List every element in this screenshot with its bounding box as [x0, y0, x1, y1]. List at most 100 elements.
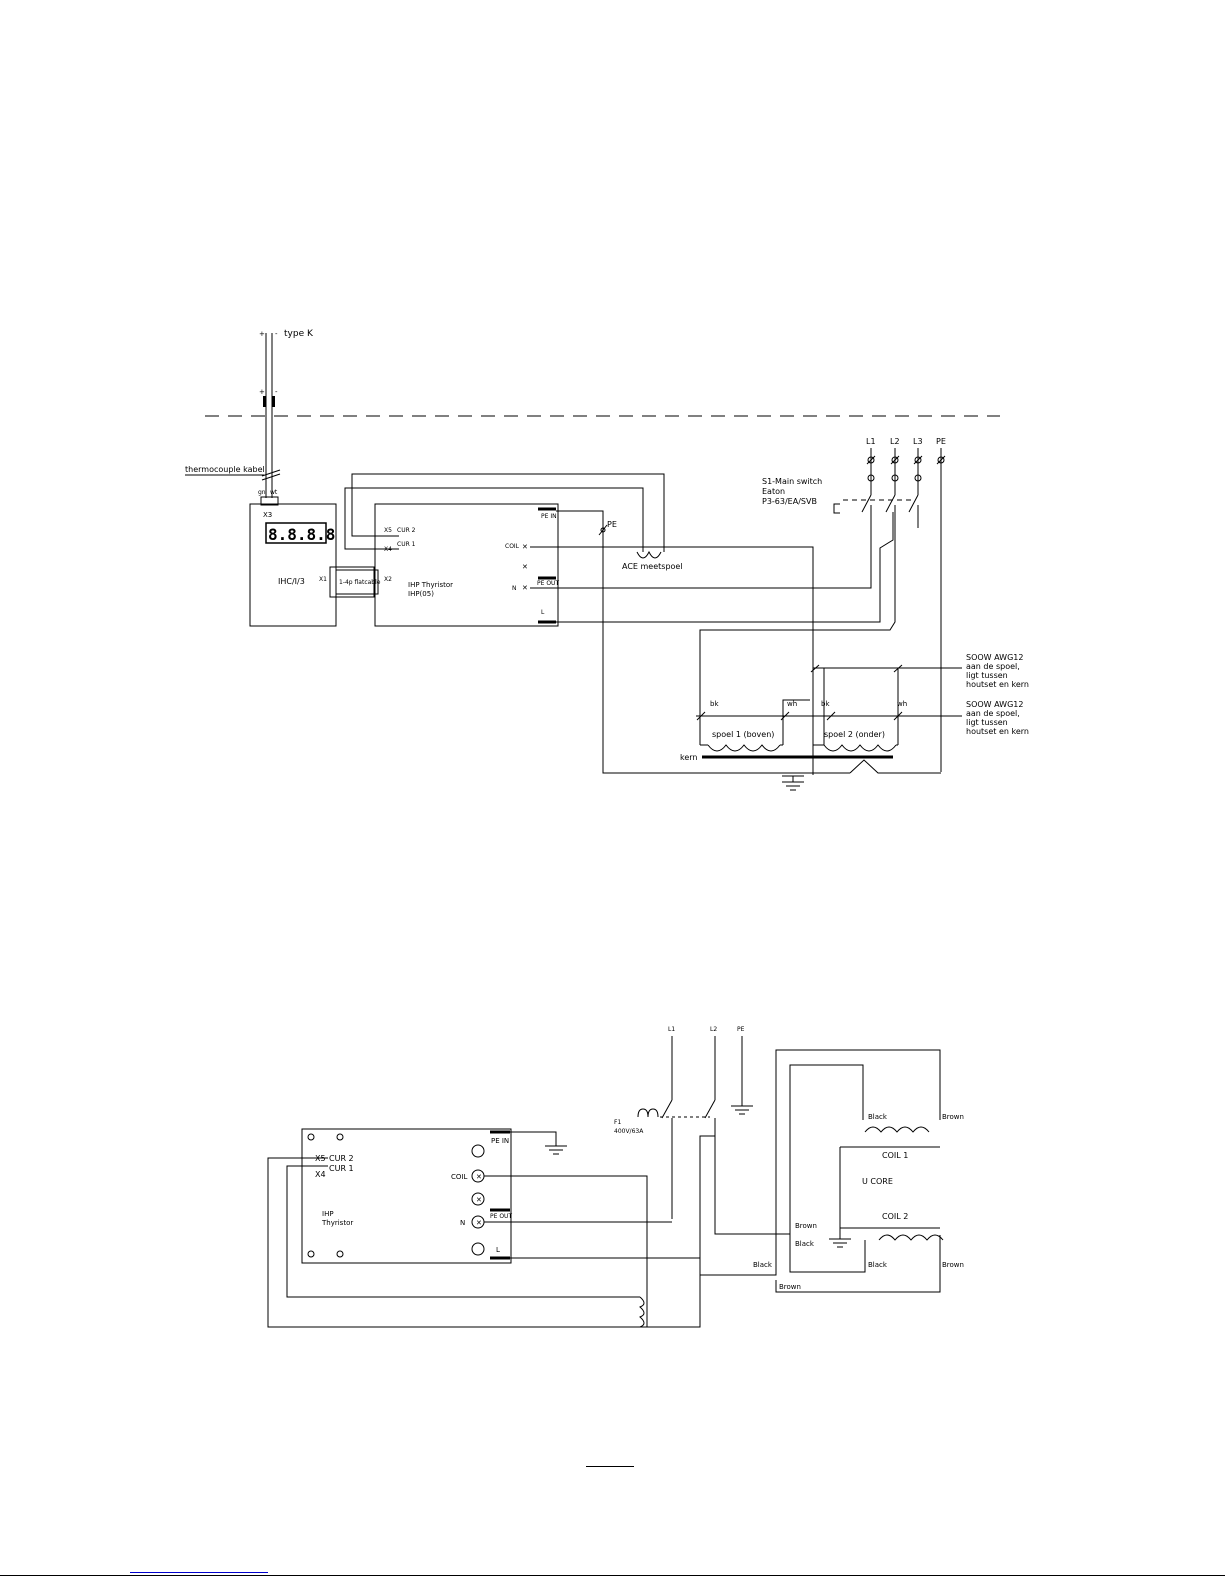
type-k-label: type K: [284, 329, 314, 339]
terminal-l2: L2: [890, 437, 900, 446]
bottom-core-label: U CORE: [862, 1177, 893, 1186]
seven-segment-display: [265, 522, 327, 544]
thyristor-x2-label: X2: [384, 576, 392, 583]
top-spare-terminal-icon: ✕: [522, 563, 528, 571]
bottom-pe-out-label: PE OUT: [490, 1213, 512, 1220]
wire-bk-2: bk: [821, 700, 830, 708]
tc-plus-mid: +: [259, 388, 265, 396]
cable-note-2: SOOW AWG12 aan de spoel, ligt tussen hou…: [966, 700, 1029, 736]
terminal-l3: L3: [913, 437, 923, 446]
coil-feed-wires: bk wh bk wh: [696, 540, 962, 746]
wire-black-1: Black: [795, 1240, 815, 1248]
flatcable-label: 1-4p flatcable: [339, 579, 381, 586]
l-wire-bottom: [510, 1135, 715, 1259]
pe-in-line-top: PE: [556, 510, 850, 791]
tc-plus-top: +: [259, 330, 265, 338]
fuse-label: F1: [614, 1119, 621, 1126]
wire-brown-1: Brown: [795, 1222, 817, 1230]
display-digits: 8.8.8.8: [268, 525, 335, 544]
bottom-pe-in-label: PE IN: [491, 1137, 509, 1145]
bottom-n-terminal-icon: ✕: [476, 1219, 482, 1227]
top-wiring-diagram: + - type K + - thermocouple kabel gn wt …: [185, 329, 1029, 791]
thermocouple-cable-label: thermocouple kabel: [185, 465, 265, 474]
wire-bk-1: bk: [710, 700, 719, 708]
footer-rule: [0, 1575, 1225, 1576]
top-pe-out-label: PE OUT: [537, 580, 559, 587]
tc-wire-wt: wt: [270, 489, 278, 496]
cable-note-2-line2: aan de spoel,: [966, 709, 1020, 718]
bottom-coil2-black: Black: [868, 1261, 888, 1269]
controller-x1-label: X1: [319, 576, 327, 583]
main-switch: S1-Main switch Eaton P3-63/EA/SVB: [762, 477, 919, 540]
coils-and-core-bottom: Black Brown COIL 1 U CORE COIL 2 Black B…: [829, 1113, 964, 1269]
bottom-n-label: N: [460, 1219, 465, 1227]
controller-name: IHC/I/3: [278, 577, 305, 586]
top-coil-terminal-icon: ✕: [522, 543, 528, 551]
pe-ground-bottom: [510, 1131, 567, 1155]
tc-connector-left: [263, 396, 266, 407]
bottom-terminal-l2: L2: [710, 1026, 717, 1033]
tc-minus-top: -: [275, 330, 278, 338]
wire-black-2: Black: [753, 1261, 773, 1269]
top-n-terminal-icon: ✕: [522, 584, 528, 592]
tc-connector-right: [272, 396, 275, 407]
bottom-wiring-diagram: PE IN ✕ COIL ✕ ✕ N PE OUT L X5 CUR 2 X4 …: [267, 1026, 964, 1328]
bottom-coil1-brown: Brown: [942, 1113, 964, 1121]
cable-note-2-line3: ligt tussen: [966, 718, 1008, 727]
supply-terminals-top: L1 L2 L3 PE: [866, 437, 946, 772]
bottom-coil2-brown: Brown: [942, 1261, 964, 1269]
top-cur1-label: CUR 1: [397, 541, 416, 548]
fuse-rating: 400V/63A: [614, 1128, 644, 1135]
page-mark-line: [586, 1466, 634, 1467]
coil-wiring-bottom: Brown Black Black Brown: [640, 1049, 941, 1328]
coil2-label: spoel 2 (onder): [824, 730, 885, 739]
cable-note-2-line4: houtset en kern: [966, 727, 1029, 736]
top-l-label: L: [541, 609, 545, 616]
cable-note-1-line2: aan de spoel,: [966, 662, 1020, 671]
bottom-l-label: L: [496, 1246, 500, 1254]
n-wire-top: [530, 512, 872, 589]
cable-note-1-line4: houtset en kern: [966, 680, 1029, 689]
main-switch-line1: S1-Main switch: [762, 477, 822, 486]
bottom-cur2-label: CUR 2: [329, 1154, 354, 1163]
wire-brown-2: Brown: [779, 1283, 801, 1291]
bottom-cur1-label: CUR 1: [329, 1164, 354, 1173]
thyristor-box-top: PE IN X5 CUR 2 X4 CUR 1 COIL ✕ ✕ N ✕ PE …: [374, 503, 559, 627]
bottom-terminal-l1: L1: [668, 1026, 675, 1033]
bottom-coil-label: COIL: [451, 1173, 467, 1181]
top-thyristor-name-1: IHP Thyristor: [408, 581, 453, 589]
terminal-pe: PE: [936, 437, 946, 446]
top-thyristor-name-2: IHP(05): [408, 590, 434, 598]
coil-output-wire: [530, 546, 814, 775]
l-wire-top: [556, 512, 894, 623]
wire-wh-1: wh: [787, 700, 797, 708]
bottom-coil2-label: COIL 2: [882, 1212, 908, 1221]
flatcable-box: 1-4p flatcable X2: [329, 566, 392, 598]
top-x5-label: X5: [384, 527, 392, 534]
main-switch-line3: P3-63/EA/SVB: [762, 497, 817, 506]
tc-minus-mid: -: [275, 388, 278, 396]
bottom-coil1-black: Black: [868, 1113, 888, 1121]
bottom-coil1-label: COIL 1: [882, 1151, 908, 1160]
cable-note-2-line1: SOOW AWG12: [966, 700, 1023, 709]
thermocouple-leads: + - type K + - thermocouple kabel gn wt: [185, 329, 314, 498]
current-sense-loop: ACE meetspoel: [344, 473, 683, 571]
switch-and-fuse-bottom: F1 400V/63A: [614, 1099, 790, 1235]
coil1-label: spoel 1 (boven): [712, 730, 774, 739]
bottom-thyristor-name-1: IHP: [322, 1210, 334, 1218]
top-pe-in-label: PE IN: [541, 513, 557, 520]
bottom-coil-terminal-icon: ✕: [476, 1173, 482, 1181]
bottom-thyristor-name-2: Thyristor: [321, 1219, 353, 1227]
cable-note-1-line1: SOOW AWG12: [966, 653, 1023, 662]
coil-output-wire-bottom: [484, 1175, 648, 1327]
core-label: kern: [680, 753, 698, 762]
cable-note-1-line3: ligt tussen: [966, 671, 1008, 680]
main-switch-line2: Eaton: [762, 487, 785, 496]
bottom-terminal-pe: PE: [737, 1026, 745, 1033]
controller-x3-label: X3: [263, 511, 272, 519]
footer-link-line[interactable]: [130, 1572, 268, 1573]
coils-and-core-top: spoel 1 (boven) spoel 2 (onder) kern: [680, 716, 941, 774]
top-n-label: N: [512, 585, 517, 592]
